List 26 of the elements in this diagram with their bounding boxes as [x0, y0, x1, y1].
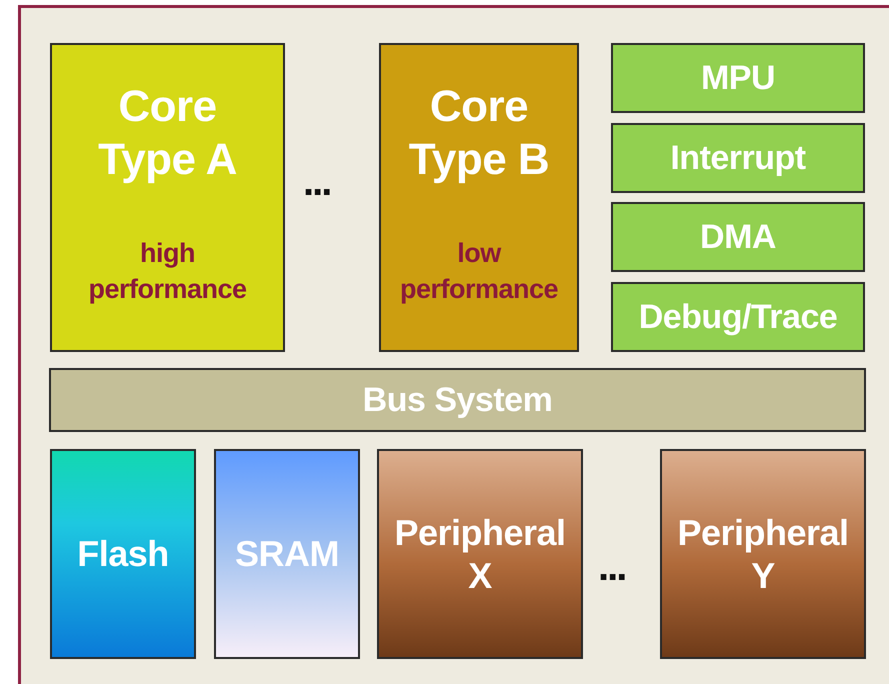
block-title: Peripheral X [393, 510, 567, 598]
core-block [379, 43, 579, 352]
module-box [611, 282, 865, 352]
bus-bar [49, 368, 866, 432]
block-title: SRAM [235, 532, 339, 576]
block-title: Core Type B [408, 81, 550, 186]
ellipsis: ... [598, 545, 626, 590]
performance-note: low performance [398, 236, 560, 306]
block-title: Peripheral Y [676, 510, 850, 598]
peripheral-block [660, 449, 866, 659]
peripheral-block [377, 449, 583, 659]
memory-block [214, 449, 360, 659]
performance-note: high performance [87, 236, 248, 306]
module-box [611, 123, 865, 193]
module-box [611, 202, 865, 272]
block-title: Bus System [362, 380, 552, 420]
memory-block [50, 449, 196, 659]
block-title: Interrupt [670, 138, 806, 178]
block-title: MPU [700, 58, 776, 98]
block-title: Core Type A [97, 81, 238, 186]
block-title: Debug/Trace [638, 296, 838, 338]
ellipsis: ... [303, 160, 330, 205]
block-title: DMA [700, 216, 776, 258]
core-block [50, 43, 285, 352]
module-box [611, 43, 865, 113]
block-title: Flash [77, 532, 169, 576]
